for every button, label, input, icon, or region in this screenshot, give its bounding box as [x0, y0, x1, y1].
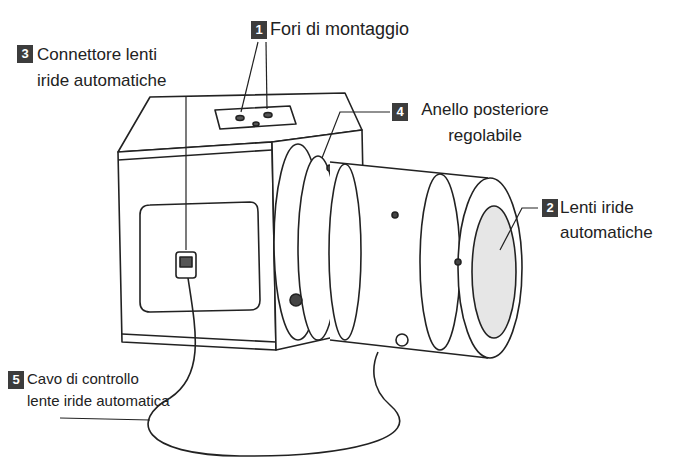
leader-line	[500, 208, 538, 250]
lens-glass	[472, 206, 516, 338]
lens-knob	[396, 334, 408, 346]
part-name: Cavo di controllo lente iride automatica	[27, 368, 172, 412]
lens-ring	[420, 174, 460, 350]
lens-ring	[329, 164, 361, 340]
leader-line	[60, 418, 150, 420]
body-side	[118, 142, 276, 350]
part-name: Connettore lenti iride automatiche	[37, 42, 177, 94]
leader-line	[241, 42, 258, 112]
body-edge	[118, 150, 272, 160]
callout-number: 3	[17, 45, 33, 63]
part-name: Anello posteriore regolabile	[410, 97, 560, 149]
mount-plate	[215, 106, 296, 129]
part-name: Lenti iride automatiche	[560, 195, 670, 245]
mount-hole	[264, 113, 272, 118]
lens-front	[458, 178, 522, 358]
callout-number: 2	[542, 199, 558, 217]
callout-number: 5	[8, 371, 24, 389]
control-cable	[148, 278, 400, 456]
lens-barrel	[330, 340, 488, 358]
connector	[176, 252, 196, 278]
leader-line	[322, 112, 390, 158]
connector-pins	[180, 257, 192, 267]
leader-line	[185, 96, 186, 250]
mount-hole	[253, 122, 259, 126]
ring-screw	[290, 294, 302, 306]
lens-screw	[392, 212, 398, 218]
callout-number: 4	[392, 103, 408, 121]
body-edge	[122, 334, 276, 342]
part-name: Fori di montaggio	[270, 17, 409, 41]
mount-hole	[236, 116, 244, 121]
leader-line	[266, 42, 267, 109]
callout-number: 1	[251, 21, 267, 39]
body-panel	[140, 202, 260, 312]
lens-screw	[455, 259, 461, 265]
